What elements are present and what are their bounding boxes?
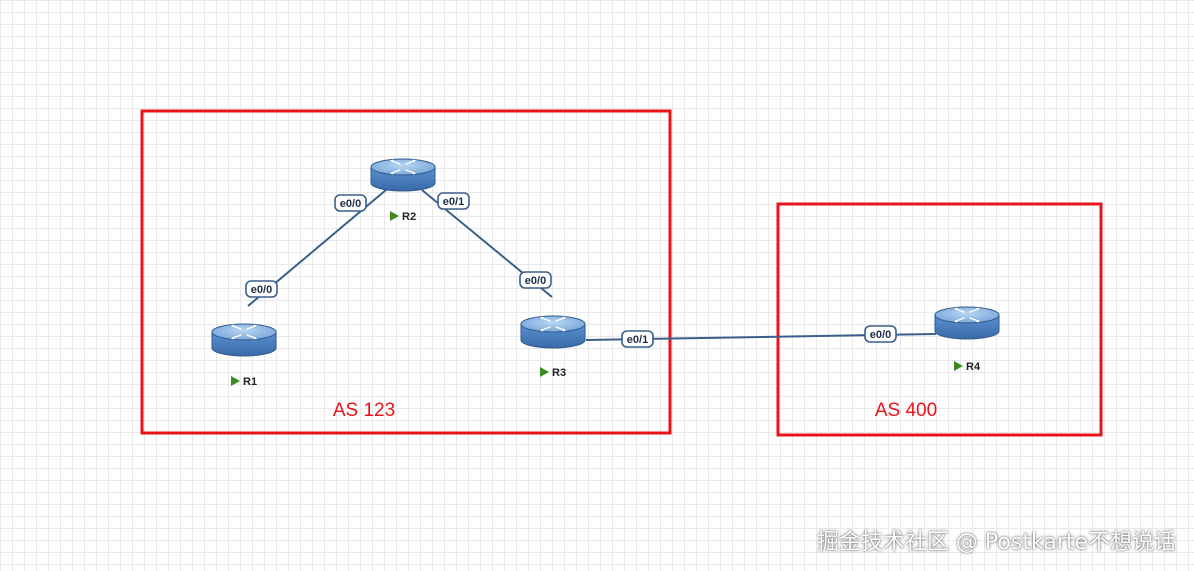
svg-text:e0/0: e0/0 [870, 329, 891, 341]
port-label-r3-e0-0: e0/0 [519, 271, 552, 289]
svg-text:R3: R3 [552, 367, 566, 379]
as-label-as123: AS 123 [333, 400, 395, 421]
router-icon [370, 158, 436, 192]
router-label-r4: R4 [954, 361, 981, 373]
router-label-r1: R1 [231, 376, 257, 388]
router-r2[interactable] [370, 158, 436, 192]
router-icon [211, 323, 277, 357]
play-icon [390, 211, 399, 221]
router-r1[interactable] [211, 323, 277, 357]
port-label-r4-e0-0: e0/0 [864, 325, 897, 343]
play-icon [540, 367, 549, 377]
play-icon [954, 361, 963, 371]
router-label-r3: R3 [540, 367, 566, 379]
svg-text:R1: R1 [243, 376, 257, 388]
svg-text:e0/1: e0/1 [627, 334, 648, 346]
port-label-r2-e0-0: e0/0 [334, 194, 367, 212]
as-label-as400: AS 400 [875, 400, 937, 421]
router-r3[interactable] [520, 315, 586, 349]
watermark-text: 掘金技术社区 @ Postkarte不想说话 [816, 530, 1176, 555]
svg-text:e0/0: e0/0 [525, 275, 546, 287]
play-icon [231, 376, 240, 386]
as-boundary-box-as123 [140, 109, 672, 435]
port-label-r2-e0-1: e0/1 [437, 192, 470, 210]
svg-text:R2: R2 [402, 211, 416, 223]
svg-text:e0/1: e0/1 [443, 196, 464, 208]
port-label-r1-e0-0: e0/0 [245, 280, 278, 298]
svg-text:e0/0: e0/0 [340, 198, 361, 210]
as-boundary-box-as400 [776, 202, 1103, 437]
port-label-r3-e0-1: e0/1 [621, 330, 654, 348]
svg-text:e0/0: e0/0 [251, 284, 272, 296]
svg-text:R4: R4 [966, 361, 981, 373]
router-icon [934, 306, 1000, 340]
router-r4[interactable] [934, 306, 1000, 340]
router-label-r2: R2 [390, 211, 416, 223]
router-icon [520, 315, 586, 349]
